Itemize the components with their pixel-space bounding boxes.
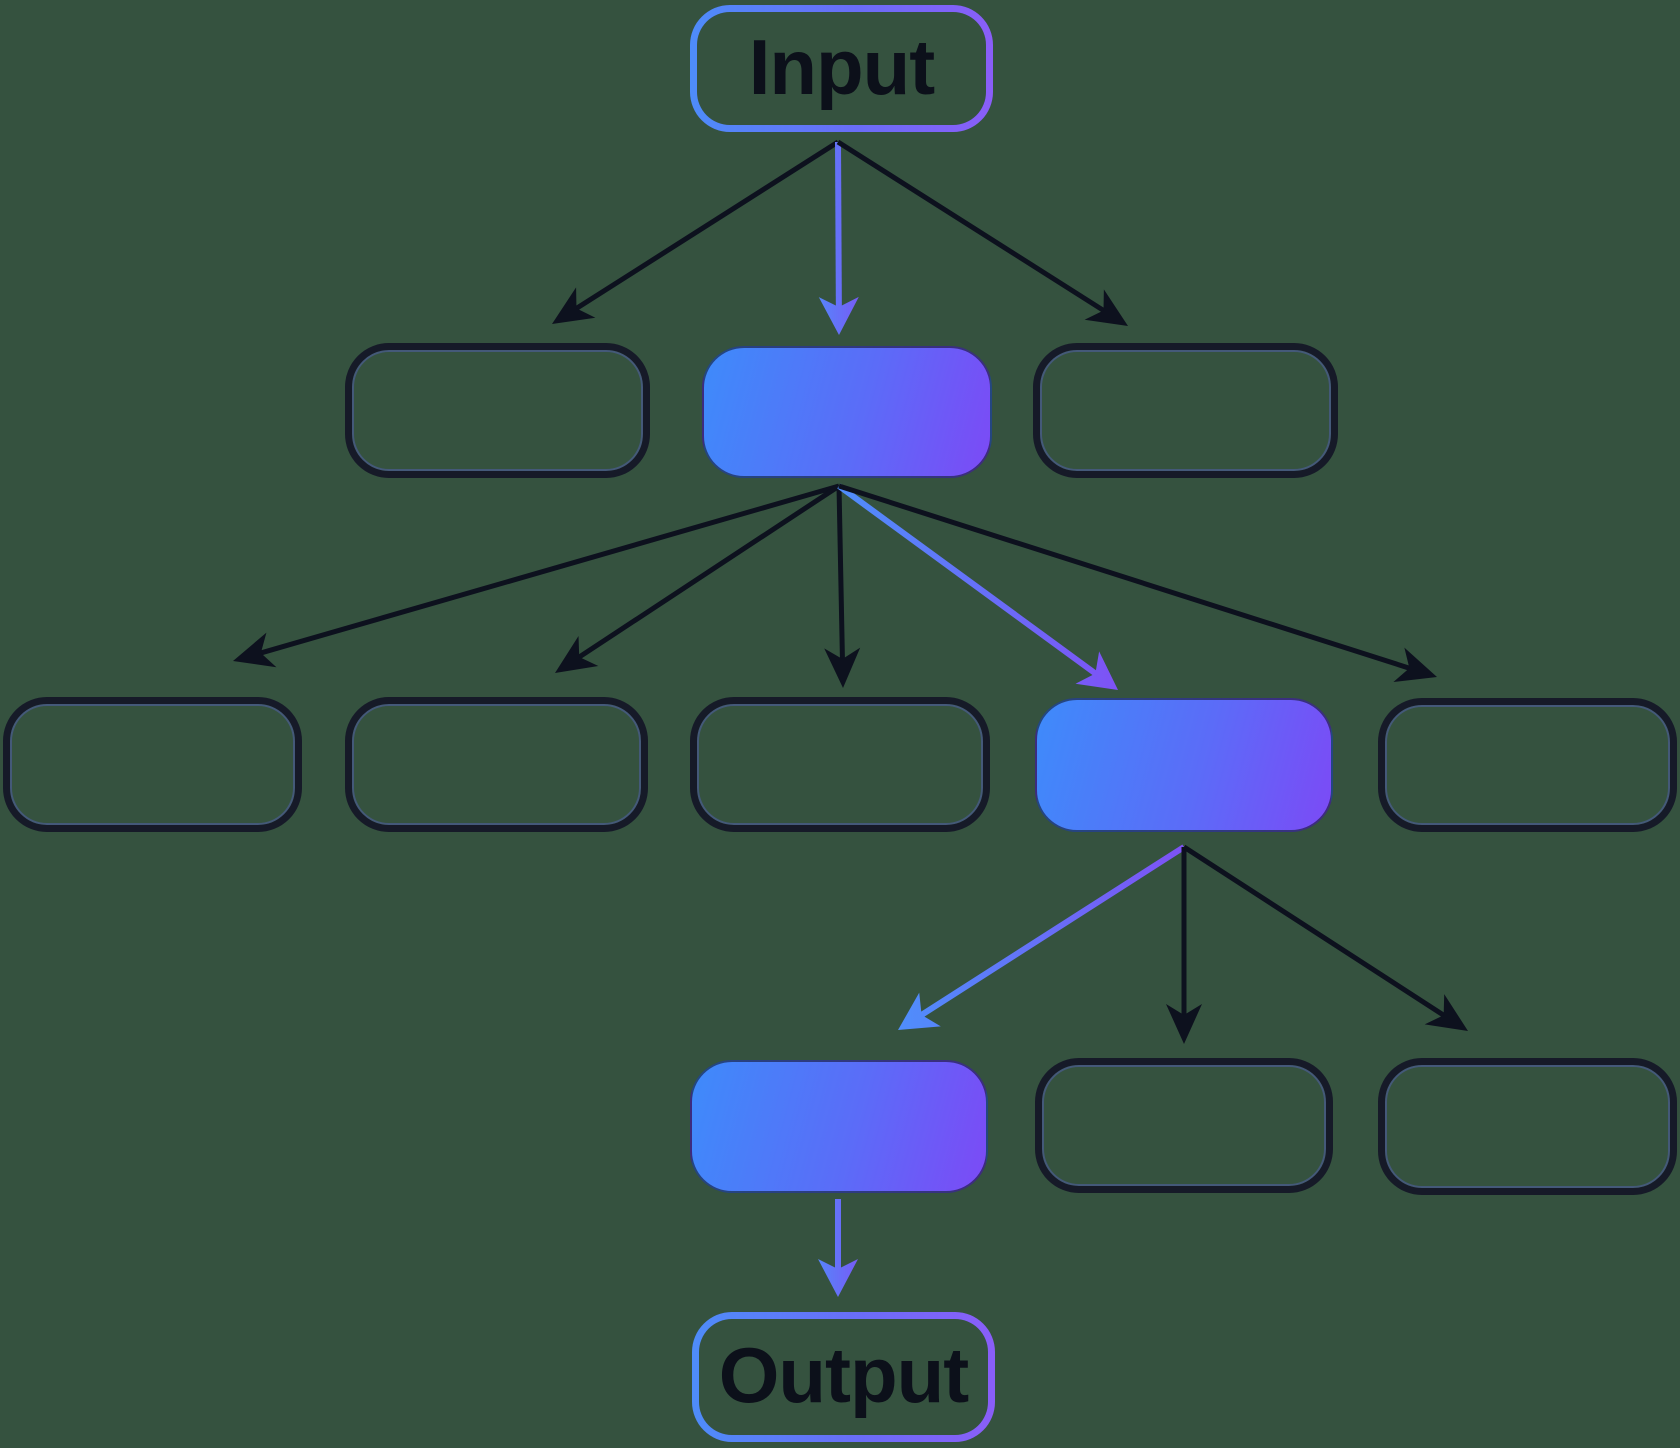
edge-l3-to-l4-middle-arrowhead-icon	[1166, 1004, 1202, 1044]
edge-input-to-l2-right-arrowhead-icon	[1084, 289, 1128, 326]
level4-node-middle	[1035, 1058, 1333, 1193]
level3-node-1	[3, 697, 302, 832]
level2-node-highlighted	[702, 346, 992, 478]
edge-l2-to-l3-3	[824, 485, 861, 688]
edge-l2-to-l3-highlighted-arrowhead-icon	[1075, 651, 1118, 690]
output-node: Output	[692, 1312, 995, 1442]
edge-l3-to-l4-highlighted-arrowhead-icon	[898, 992, 941, 1030]
level4-node-highlighted	[690, 1060, 988, 1193]
level4-node-right	[1378, 1058, 1677, 1195]
edge-input-to-l2-highlighted-arrowhead-icon	[818, 296, 859, 335]
input-node-label: Input	[748, 22, 936, 111]
edge-l4-to-output-arrowhead-icon	[818, 1259, 858, 1297]
edge-l2-to-l3-5	[838, 483, 1437, 682]
output-node-body: Output	[699, 1319, 988, 1435]
level2-node-left	[345, 343, 650, 478]
level3-node-3	[690, 697, 990, 832]
edge-l3-to-l4-right	[1182, 844, 1468, 1031]
input-node-body: Input	[697, 12, 986, 125]
edge-l3-to-l4-highlighted	[898, 844, 1186, 1030]
edge-l4-to-output	[818, 1199, 858, 1297]
edge-input-to-l2-left-arrowhead-icon	[552, 287, 596, 324]
edge-l2-to-l3-2	[555, 483, 841, 673]
input-node: Input	[690, 5, 993, 132]
level2-node-right	[1033, 343, 1338, 478]
edge-l2-to-l3-highlighted	[837, 483, 1118, 690]
level3-node-highlighted	[1035, 698, 1333, 832]
edge-l2-to-l3-5-arrowhead-icon	[1393, 647, 1437, 682]
output-node-label: Output	[718, 1331, 970, 1419]
edge-l3-to-l4-middle	[1166, 847, 1202, 1044]
edge-input-to-l2-right	[836, 139, 1128, 326]
edge-l3-to-l4-right-arrowhead-icon	[1424, 994, 1468, 1031]
edge-input-to-l2-left	[552, 139, 840, 324]
edge-input-to-l2-highlighted	[818, 141, 859, 335]
edge-l2-to-l3-3-arrowhead-icon	[824, 647, 861, 688]
edge-l2-to-l3-2-arrowhead-icon	[555, 635, 599, 673]
level3-node-2	[345, 697, 648, 832]
edge-l2-to-l3-1-arrowhead-icon	[233, 632, 277, 668]
level3-node-5	[1378, 698, 1677, 832]
edge-l2-to-l3-1	[233, 483, 840, 668]
